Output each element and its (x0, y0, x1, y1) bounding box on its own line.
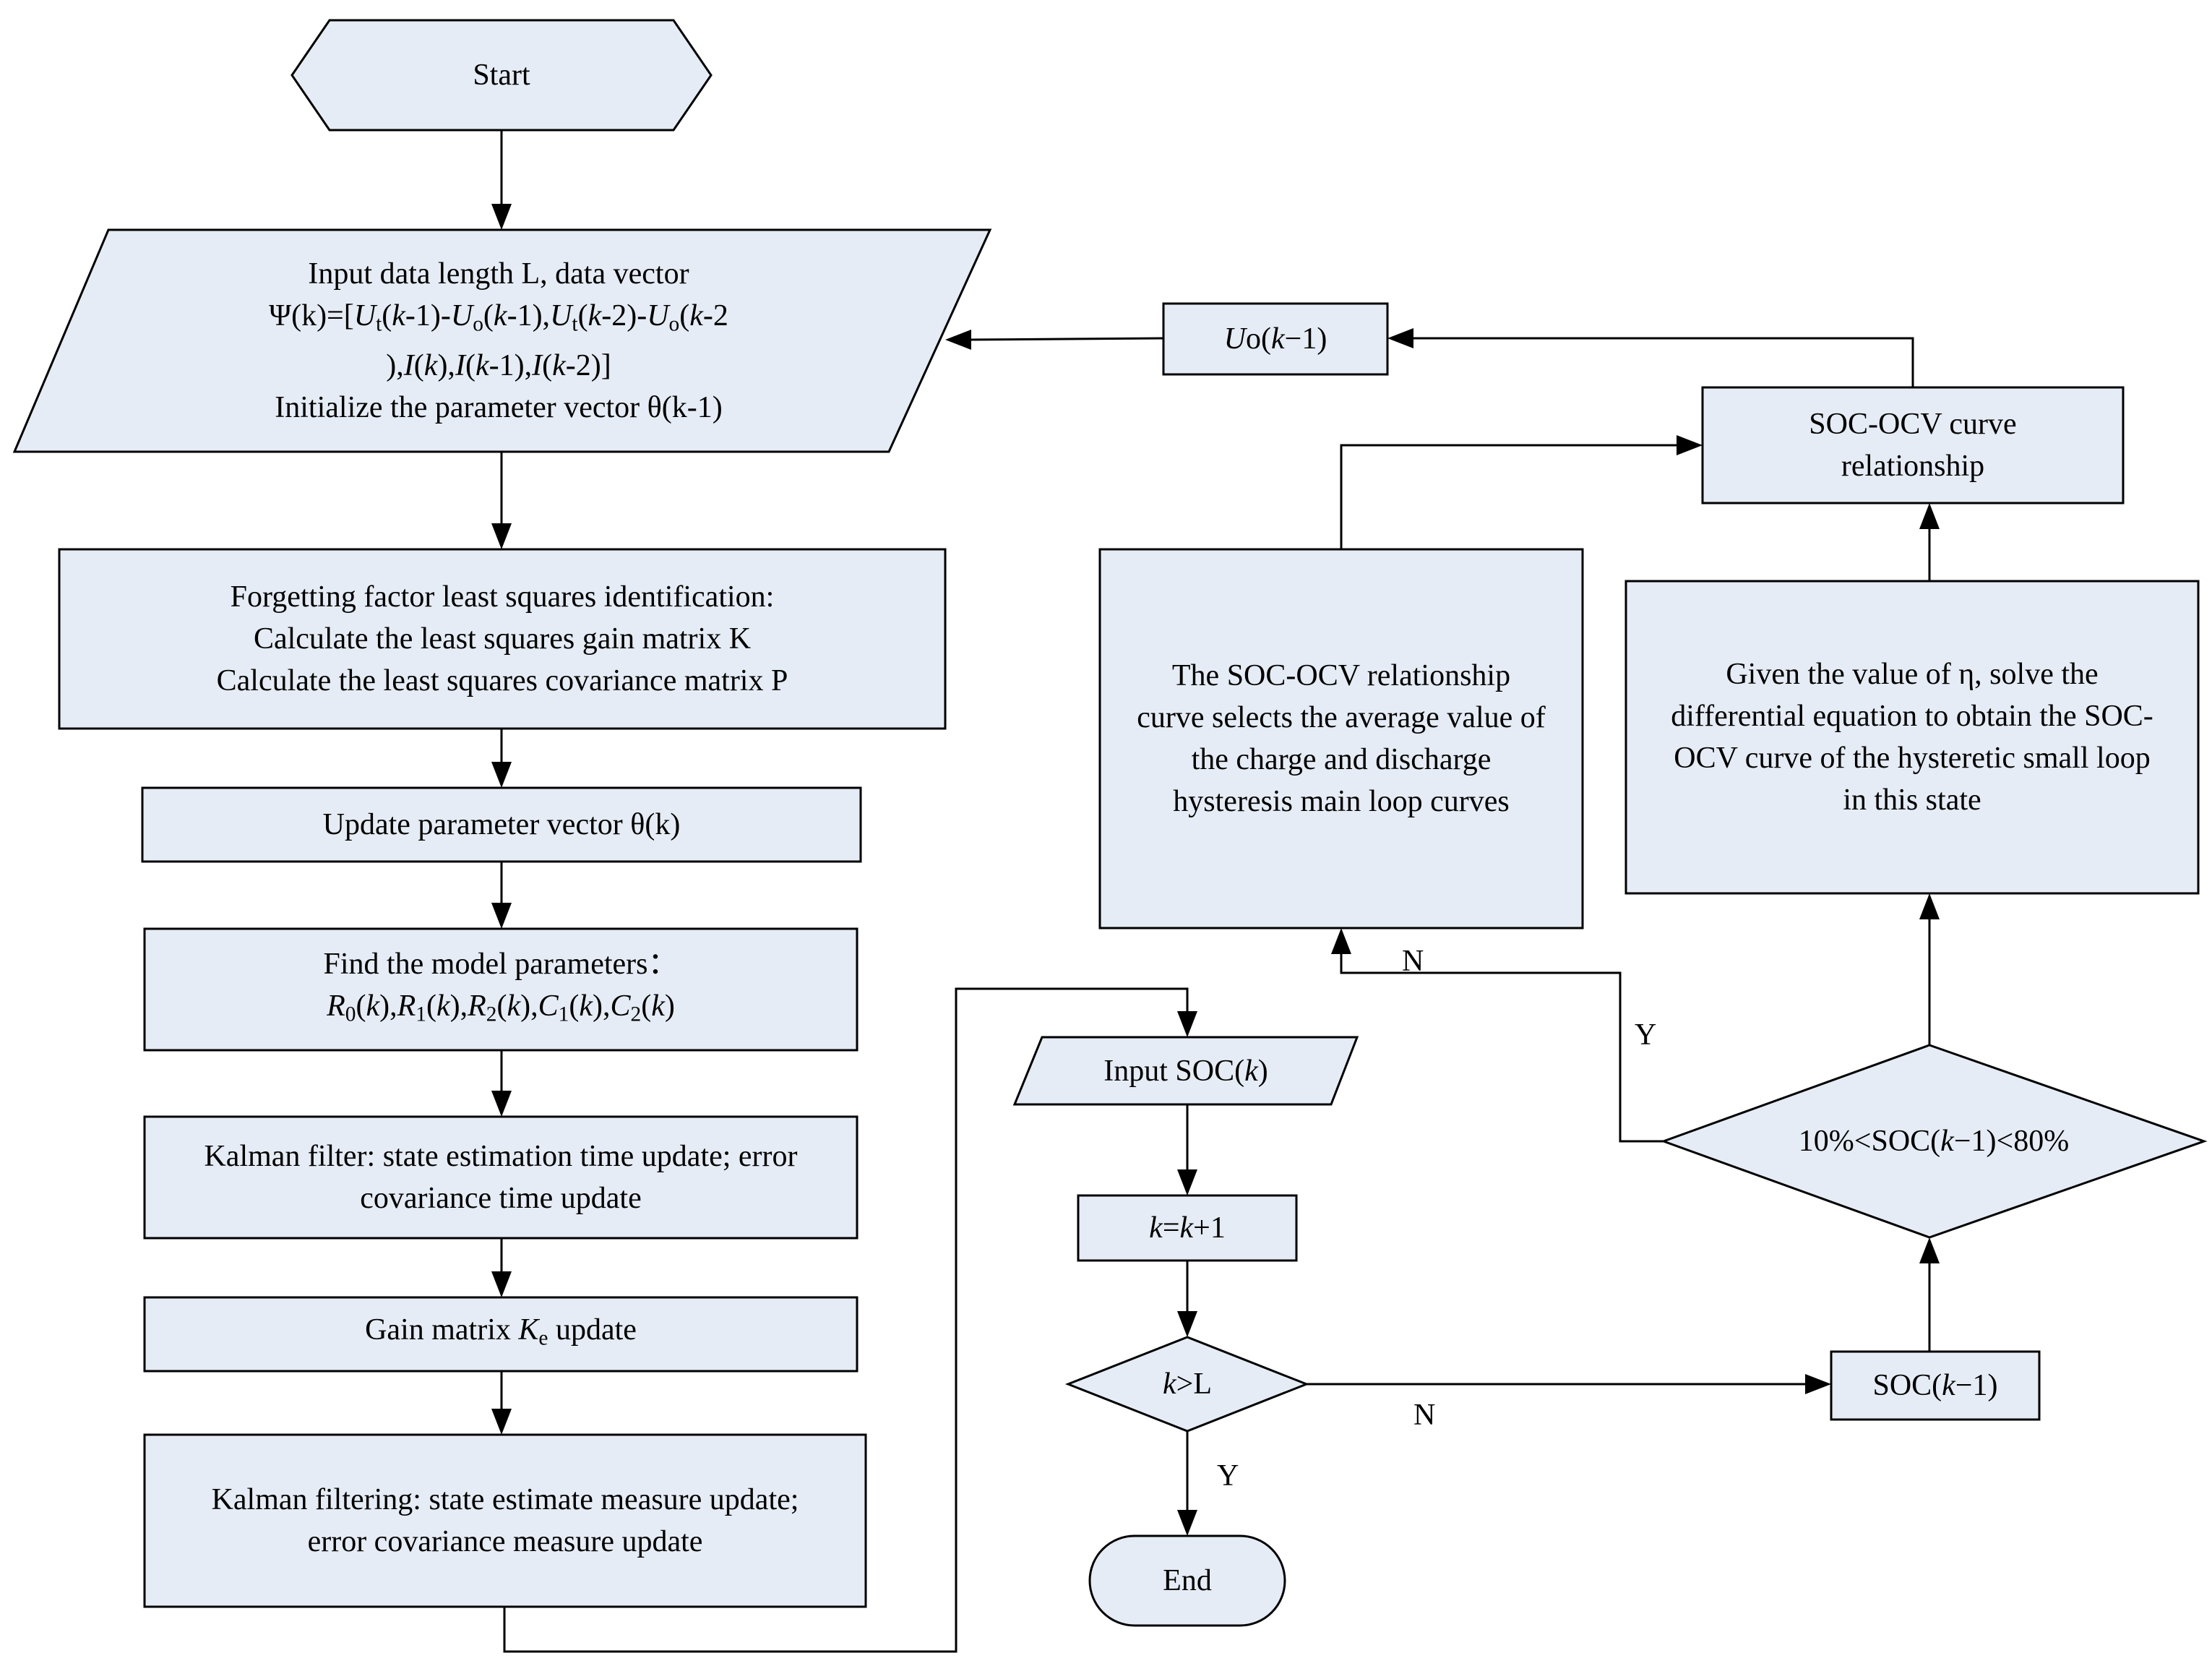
find-params-box (143, 927, 858, 1052)
ffls-text: Forgetting factor least squares identifi… (216, 580, 788, 697)
start-terminator (291, 19, 713, 132)
soc-ocv-rel-box (1701, 386, 2125, 504)
arrowhead (491, 1271, 512, 1297)
update-theta-text: Update parameter vector θ(k) (322, 808, 681, 841)
hysteretic-text: Given the value of η, solve the differen… (1671, 658, 2153, 817)
gain-update-text: Gain matrix Ke update (365, 1313, 637, 1350)
gain-update-box (143, 1296, 858, 1373)
label-y-end: Y (1217, 1459, 1239, 1493)
ffls-box (58, 548, 947, 730)
data-vector-formula: Ψ(k)=[Ut(k-1)-Uo(k-1),Ut(k-2)-Uo(k-2 (269, 299, 728, 336)
main-loop-box (1098, 548, 1584, 929)
main-loop-text: The SOC-OCV relationship curve selects t… (1137, 659, 1546, 818)
arrowhead (1919, 503, 1940, 529)
kalman-measure-text: Kalman filtering: state estimate measure… (211, 1483, 799, 1558)
arrowhead (1177, 1311, 1197, 1337)
hysteretic-box (1624, 580, 2200, 895)
arrowhead (1805, 1374, 1831, 1394)
arrowheads (491, 204, 1940, 1536)
arrowhead (1177, 1011, 1197, 1037)
uo-prev-box (1162, 302, 1389, 376)
input-soc-parallelogram (1012, 1036, 1359, 1106)
data-vector-formula-cont: ),I(k),I(k-1),I(k-2)] (386, 349, 611, 383)
connector-range-mainloop (1340, 950, 1664, 1143)
arrowhead (491, 1091, 512, 1117)
soc-prev-box (1830, 1350, 2041, 1421)
connectors (500, 130, 1931, 1653)
arrowhead (491, 903, 512, 929)
arrowhead (1387, 328, 1413, 348)
soc-ocv-rel-text: SOC-OCV curve relationship (1809, 408, 2017, 483)
arrowhead (1919, 893, 1940, 919)
start-label: Start (473, 59, 530, 92)
arrowhead (1331, 928, 1351, 954)
arrowhead (945, 330, 971, 350)
label-n-soc: N (1413, 1399, 1436, 1432)
find-params-text: Find the model parameters： R0(k),R1(k),R… (145, 929, 857, 1050)
input-data-text: Input data length L, data vector Ψ(k)=[U… (269, 257, 728, 425)
end-label: End (1163, 1564, 1212, 1597)
label-y-hyst: Y (1635, 1018, 1657, 1052)
soc-prev-text: SOC(k−1) (1872, 1369, 1998, 1402)
arrowhead (1919, 1237, 1940, 1263)
k-increment-text: k=k+1 (1149, 1211, 1226, 1245)
uo-prev-text: Uo(k−1) (1223, 322, 1327, 356)
connector-uo-input (968, 337, 1164, 341)
input-data-parallelogram (12, 228, 992, 453)
arrowhead (1177, 1510, 1197, 1536)
arrowhead (491, 204, 512, 230)
k-check-text: k>L (1163, 1367, 1212, 1401)
connector-measure-inputsoc (503, 987, 1189, 1653)
kalman-time-box (143, 1115, 858, 1240)
arrowhead (491, 523, 512, 549)
kalman-measure-box (143, 1433, 867, 1608)
label-n-main: N (1402, 945, 1424, 978)
arrowhead (1177, 1169, 1197, 1195)
kalman-time-text: Kalman filter: state estimation time upd… (204, 1140, 798, 1215)
arrowhead (491, 762, 512, 788)
connector-rel-uo (1409, 337, 1914, 387)
arrowhead (491, 1409, 512, 1435)
input-soc-text: Input SOC(k) (1103, 1054, 1268, 1088)
arrowhead (1677, 435, 1703, 455)
connector-mainloop-rel (1340, 444, 1681, 549)
soc-range-text: 10%<SOC(k−1)<80% (1798, 1125, 2070, 1158)
model-params-formula: R0(k),R1(k),R2(k),C1(k),C2(k) (327, 989, 675, 1026)
